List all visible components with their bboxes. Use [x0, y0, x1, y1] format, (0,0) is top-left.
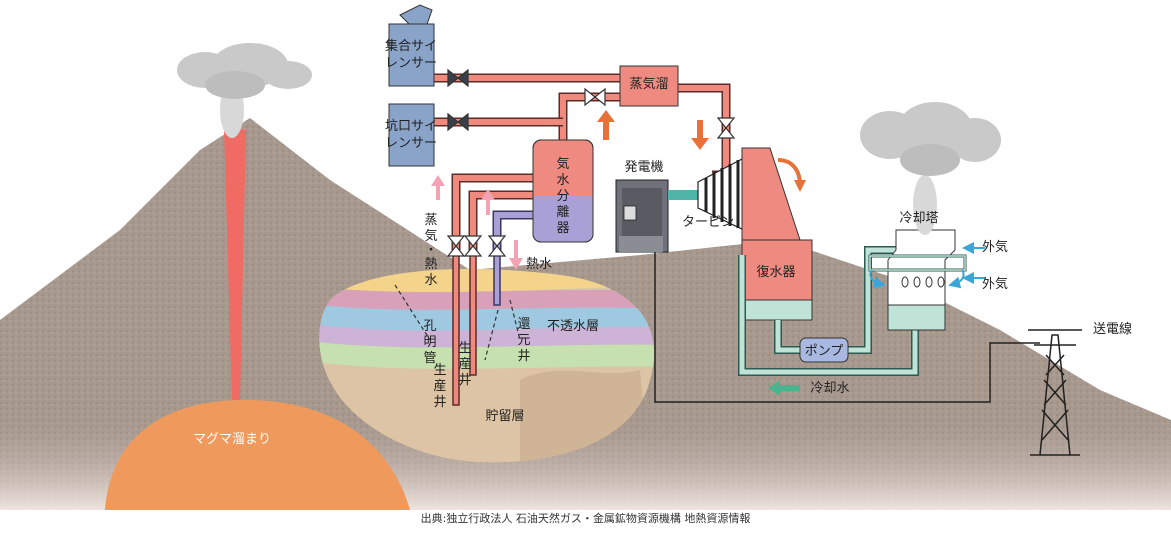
- turbine-label: タービン: [682, 215, 734, 230]
- svg-text:管: 管: [423, 351, 436, 366]
- cooling-water-label: 冷却水: [810, 381, 849, 396]
- svg-text:レンサー: レンサー: [385, 136, 437, 151]
- svg-text:還: 還: [517, 317, 530, 332]
- arrow-cooling-water: [768, 380, 800, 396]
- svg-text:熱: 熱: [424, 257, 437, 272]
- svg-text:分: 分: [556, 189, 569, 204]
- cooling-tower: [860, 102, 1001, 331]
- condenser-label: 復水器: [756, 264, 795, 280]
- svg-text:産: 産: [458, 356, 471, 372]
- borehole-label: 孔 明 管: [423, 319, 436, 366]
- arrow-down-orange: [691, 120, 709, 150]
- svg-text:明: 明: [423, 335, 436, 350]
- silencer-label-1: 集合サイ レンサー: [385, 38, 437, 71]
- source-caption: 出典:独立行政法人 石油天然ガス・金属鉱物資源機構 地熱資源情報: [420, 512, 751, 525]
- svg-text:井: 井: [517, 349, 530, 364]
- arrow-up-orange: [597, 110, 615, 140]
- generator-label: 発電機: [624, 160, 663, 175]
- silencer-label-2: 坑口サイ レンサー: [385, 119, 437, 151]
- svg-text:離: 離: [556, 205, 569, 220]
- svg-text:レンサー: レンサー: [385, 56, 437, 71]
- generator: [615, 179, 698, 253]
- valves: [446, 68, 736, 257]
- steam-header: [619, 65, 679, 107]
- transmission-label: 送電線: [1093, 321, 1132, 337]
- outside-air-label-2: 外気: [982, 276, 1008, 292]
- caprock-label: 不透水層: [547, 319, 599, 334]
- svg-text:気: 気: [424, 228, 437, 244]
- svg-text:気: 気: [556, 156, 569, 172]
- steam-header-label: 蒸気溜: [629, 76, 668, 92]
- pump-label: ポンプ: [805, 344, 844, 359]
- separator: [532, 139, 594, 243]
- volcano-plume: [177, 43, 312, 138]
- svg-text:元: 元: [517, 333, 530, 348]
- arrow-up-pink-1: [431, 175, 445, 200]
- svg-text:井: 井: [433, 395, 446, 410]
- production-well-label-2: 生 産 井: [433, 363, 446, 410]
- cooling-tower-label: 冷却塔: [899, 211, 938, 226]
- outside-air-label-1: 外気: [982, 239, 1008, 255]
- svg-text:孔: 孔: [423, 319, 436, 334]
- transmission-tower: [1028, 329, 1082, 456]
- svg-text:生: 生: [458, 341, 471, 356]
- reservoir-label: 貯留層: [485, 409, 524, 424]
- svg-text:集合サイ: 集合サイ: [385, 38, 437, 54]
- cooling-water-pipes: [738, 246, 919, 376]
- hot-water-label: 熱水: [526, 257, 552, 272]
- svg-text:水: 水: [556, 173, 569, 188]
- condenser: [741, 147, 813, 321]
- cooling-tower-plume: [860, 102, 1001, 235]
- magma-chamber: [105, 130, 410, 510]
- svg-text:坑口サイ: 坑口サイ: [385, 119, 437, 134]
- flow-arrows: [431, 110, 985, 396]
- arrow-up-pink-2: [481, 189, 495, 215]
- magma-label: マグマ溜まり: [193, 432, 271, 447]
- separator-label: 気 水 分 離 器: [556, 156, 569, 236]
- arrow-down-pink: [509, 240, 523, 270]
- reinjection-well-label: 還 元 井: [517, 317, 530, 364]
- svg-text:・: ・: [424, 243, 437, 258]
- svg-text:器: 器: [556, 221, 569, 236]
- svg-text:生: 生: [433, 363, 446, 378]
- pump: [799, 337, 849, 363]
- wells: [394, 254, 521, 406]
- svg-text:蒸: 蒸: [424, 213, 437, 228]
- svg-text:水: 水: [424, 273, 437, 288]
- svg-text:井: 井: [458, 373, 471, 388]
- power-line: [654, 252, 1040, 403]
- production-well-label-1: 生 産 井: [458, 341, 471, 388]
- steam-hot-water-label: 蒸 気 ・ 熱 水: [424, 213, 437, 288]
- silencers: [388, 4, 435, 167]
- svg-text:産: 産: [433, 378, 446, 394]
